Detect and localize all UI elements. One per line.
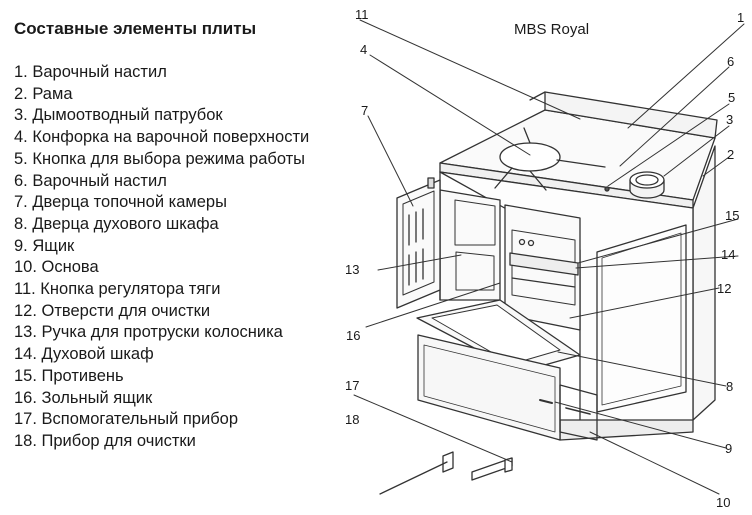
storage-drawer: [559, 384, 598, 441]
flue-pipe: [629, 171, 665, 199]
legend-item: 12. Отверсти для очистки: [14, 301, 211, 320]
callout-10: 10: [716, 495, 730, 510]
callout-8: 8: [726, 379, 733, 394]
callout-15: 15: [725, 208, 739, 223]
parts-legend: 1. Варочный настил 2. Рама 3. Дымоотводн…: [14, 62, 309, 453]
callout-11: 11: [355, 7, 369, 22]
callout-17: 17: [345, 378, 359, 393]
legend-item: 2. Рама: [14, 84, 73, 103]
callout-14: 14: [721, 247, 735, 262]
callout-9: 9: [725, 441, 732, 456]
legend-item: 7. Дверца топочной камеры: [14, 193, 227, 212]
legend-item: 4. Конфорка на варочной поверхности: [14, 128, 310, 147]
leader-lines: [353, 19, 745, 495]
callout-labels: 1 2 3 4 5 6 7 8 9 10 11 12 13 14 15 16 1…: [345, 7, 744, 510]
page-title: Составные элементы плиты: [14, 19, 257, 38]
ash-drawer: [417, 334, 561, 441]
stove-body: [439, 91, 718, 441]
legend-item: 11. Кнопка регулятора тяги: [14, 280, 221, 299]
legend-item: 17. Вспомогательный прибор: [14, 410, 239, 429]
callout-13: 13: [345, 262, 359, 277]
callout-1: 1: [737, 10, 744, 25]
auxiliary-tool: [471, 457, 513, 481]
callout-6: 6: [727, 54, 734, 69]
legend-item: 14. Духовой шкаф: [14, 345, 154, 364]
legend-item: 9. Ящик: [14, 236, 75, 255]
model-name: MBS Royal: [514, 21, 590, 38]
callout-3: 3: [726, 112, 733, 127]
legend-item: 13. Ручка для протруски колосника: [14, 323, 283, 342]
callout-5: 5: [728, 90, 735, 105]
firebox-door: [396, 177, 441, 309]
legend-item: 5. Кнопка для выбора режима работы: [14, 149, 306, 168]
legend-item: 15. Противень: [14, 366, 124, 385]
legend-item: 1. Варочный настил: [14, 63, 167, 81]
mode-knob: [604, 186, 610, 192]
callout-4: 4: [360, 42, 367, 57]
legend-item: 16. Зольный ящик: [14, 388, 153, 407]
legend-item: 6. Варочный настил: [14, 171, 167, 190]
callout-2: 2: [727, 147, 734, 162]
callout-16: 16: [346, 328, 360, 343]
callout-12: 12: [717, 281, 731, 296]
hob-burner: [494, 127, 606, 191]
legend-item: 10. Основа: [14, 258, 99, 277]
legend-item: 3. Дымоотводный патрубок: [14, 106, 223, 125]
callout-7: 7: [361, 103, 368, 118]
legend-item: 8. Дверца духового шкафа: [14, 214, 219, 233]
legend-item: 18. Прибор для очистки: [14, 431, 196, 450]
oven-tray: [509, 252, 579, 276]
cleaning-tool: [379, 451, 454, 495]
callout-18: 18: [345, 412, 359, 427]
